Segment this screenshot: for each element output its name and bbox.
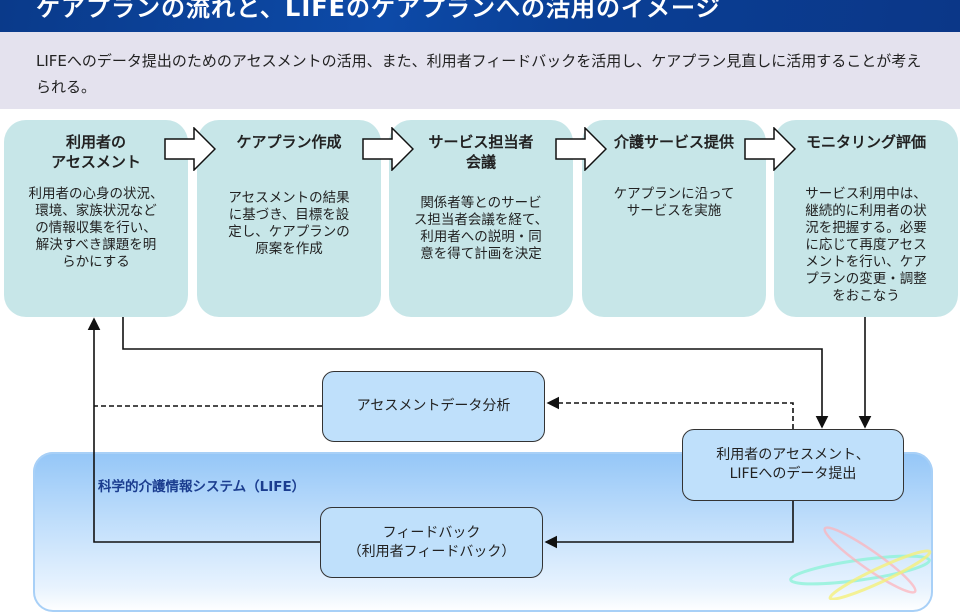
flow-arrow-icon [555,127,607,171]
step-heading: サービス担当者 会議 [428,133,534,171]
step-body: 利用者の心身の状況、 環境、家族状況など の情報収集を行い、 解決すべき課題を明… [28,186,164,270]
flow-arrow-icon [164,127,216,171]
step-meeting: サービス担当者 会議 関係者等とのサービ ス担当者会議を経て、 利用者への説明・… [389,120,573,317]
step-heading: 介護サービス提供 [613,133,734,151]
flow-arrow-icon [744,127,796,171]
page-title: ケアプランの流れと、LIFEのケアプランへの活用のイメージ [36,0,721,22]
life-system-label: 科学的介護情報システム（LIFE） [98,479,306,495]
step-monitoring: モニタリング評価 サービス利用中は、 継続的に利用者の状 況を把握する。必要 に… [774,120,958,317]
intro-text: LIFEへのデータ提出のためのアセスメントの活用、また、利用者フィードバックを活… [36,52,922,96]
step-heading: モニタリング評価 [805,133,926,151]
data-submission-node: 利用者のアセスメント、 LIFEへのデータ提出 [682,429,904,501]
feedback-node: フィードバック （利用者フィードバック） [320,507,543,578]
step-body: 関係者等とのサービ ス担当者会議を経て、 利用者への説明・同 意を得て計画を決定 [413,195,549,262]
step-heading: 利用者の アセスメント [51,133,141,171]
intro-panel: LIFEへのデータ提出のためのアセスメントの活用、また、利用者フィードバックを活… [0,32,960,109]
step-service: 介護サービス提供 ケアプランに沿って サービスを実施 [582,120,766,317]
step-body: アセスメントの結果 に基づき、目標を設 定し、ケアプランの 原案を作成 [228,190,350,257]
step-body: ケアプランに沿って サービスを実施 [613,186,735,219]
assessment-analysis-node: アセスメントデータ分析 [322,371,545,442]
title-bar: ケアプランの流れと、LIFEのケアプランへの活用のイメージ [0,0,960,32]
step-heading: ケアプラン作成 [236,133,342,151]
step-careplan: ケアプラン作成 アセスメントの結果 に基づき、目標を設 定し、ケアプランの 原案… [197,120,381,317]
step-body: サービス利用中は、 継続的に利用者の状 況を把握する。必要 に応じて再度アセス … [805,186,927,304]
flow-arrow-icon [362,127,414,171]
step-assessment: 利用者の アセスメント 利用者の心身の状況、 環境、家族状況など の情報収集を行… [4,120,188,317]
